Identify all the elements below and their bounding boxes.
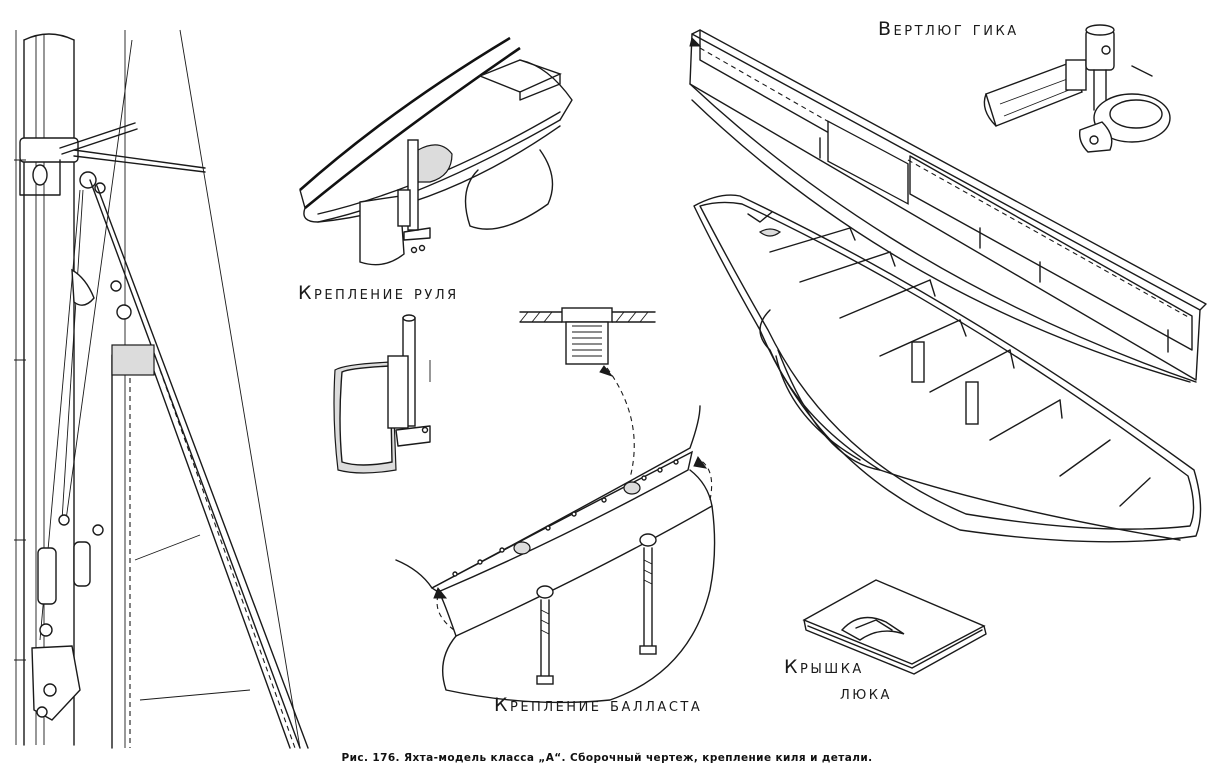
- ballast-nut-section-drawing: [519, 307, 656, 479]
- label-ballast-mount: Крепление балласта: [494, 694, 703, 716]
- hull-drawing: [693, 194, 1202, 543]
- mast-rigging-drawing: [14, 29, 309, 749]
- label-hatch-cover: Крышка: [784, 656, 864, 678]
- rudder-hull-detail-drawing: [299, 36, 573, 266]
- rudder-blade-drawing: [333, 314, 431, 474]
- deck-plank-drawing: [689, 29, 1207, 383]
- label-rudder-mount: Крепление руля: [298, 282, 459, 304]
- label-boom-swivel: Вертлюг гика: [878, 18, 1019, 40]
- hatch-cover-drawing: [802, 579, 987, 675]
- ballast-keel-drawing: [395, 405, 716, 704]
- label-hatch-cover-line2: люка: [840, 682, 892, 704]
- boom-swivel-drawing: [983, 24, 1171, 153]
- figure-caption: Рис. 176. Яхта-модель класса „А“. Сбороч…: [341, 752, 873, 764]
